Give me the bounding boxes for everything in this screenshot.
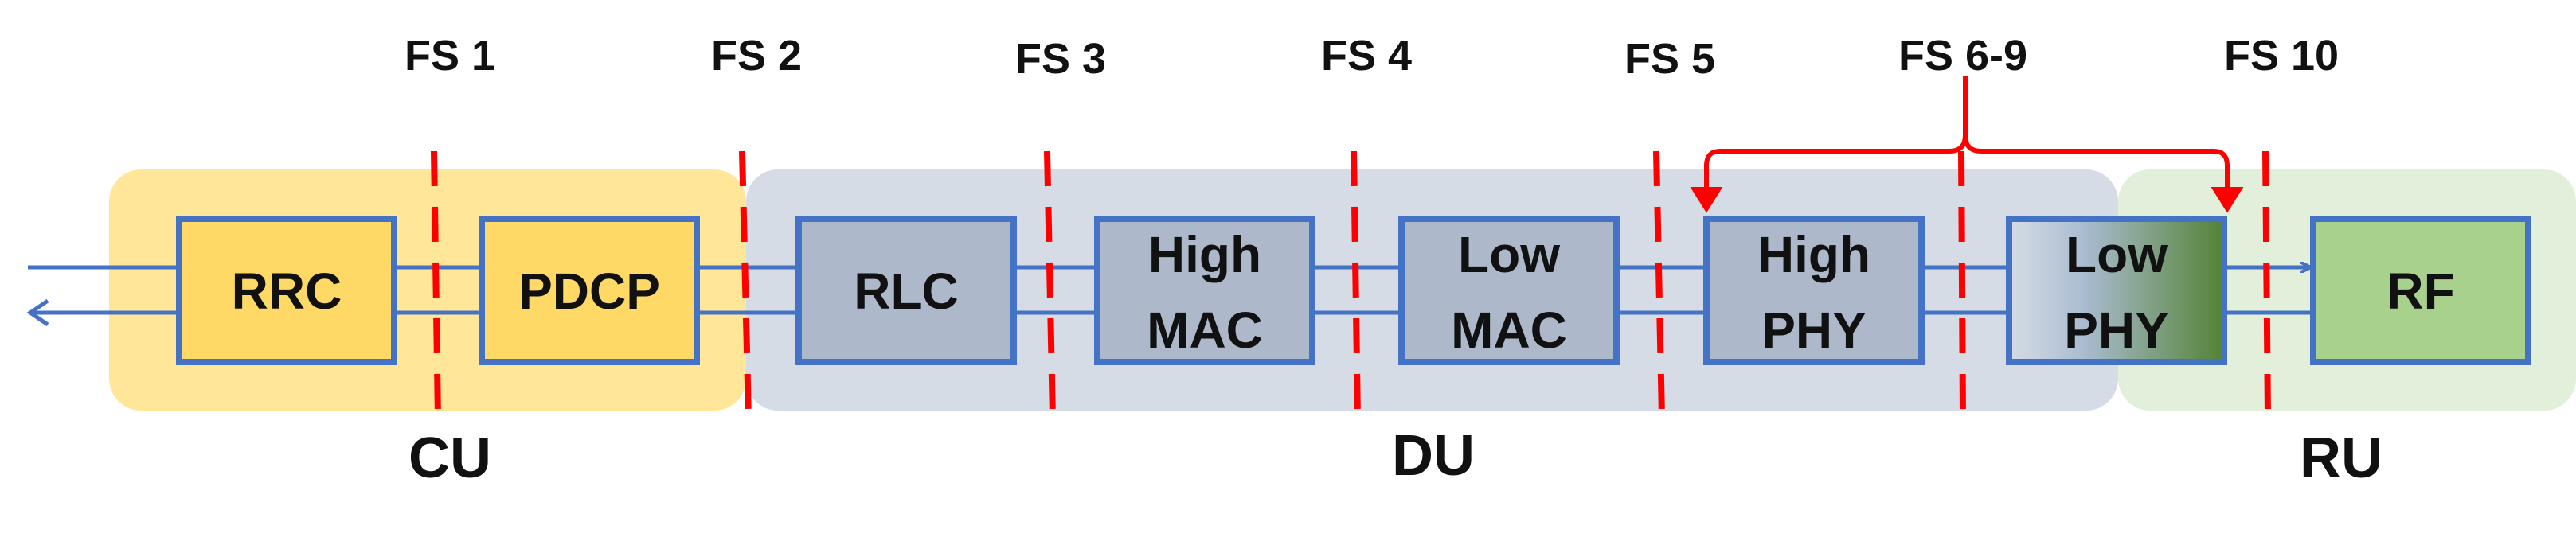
low-mac-line2: MAC (1451, 302, 1567, 359)
fs-label-1: FS 1 (405, 32, 495, 80)
split-line-fs3 (1044, 150, 1056, 418)
high-phy-line2: PHY (1761, 302, 1867, 359)
low-phy-line2: PHY (2064, 302, 2169, 359)
high-mac-line2: MAC (1147, 302, 1263, 359)
cu-label: CU (408, 426, 491, 490)
split-line-fs6-9 (1958, 150, 1966, 418)
split-line-fs1 (431, 150, 441, 418)
block-high-phy: High PHY (1703, 216, 1925, 365)
fs-label-6-9: FS 6-9 (1898, 32, 2027, 80)
split-line-fs4 (1351, 150, 1361, 418)
fs-label-3: FS 3 (1015, 35, 1106, 83)
rrc-label: RRC (232, 263, 342, 320)
block-rlc: RLC (795, 216, 1017, 365)
rlc-label: RLC (854, 263, 959, 320)
high-phy-line1: High (1757, 226, 1870, 283)
block-high-mac: High MAC (1094, 216, 1315, 365)
fs-label-5: FS 5 (1624, 35, 1715, 83)
block-low-phy: Low PHY (2006, 216, 2227, 365)
block-low-mac: Low MAC (1398, 216, 1620, 365)
split-line-fs2 (739, 150, 752, 418)
split-line-fs10 (2262, 150, 2271, 418)
fs-label-4: FS 4 (1321, 32, 1412, 80)
block-pdcp: PDCP (479, 216, 700, 365)
fs-label-10: FS 10 (2224, 32, 2339, 80)
du-label: DU (1392, 424, 1475, 488)
block-rf: RF (2310, 216, 2531, 365)
low-phy-line1: Low (2066, 226, 2168, 283)
rf-label: RF (2386, 263, 2454, 320)
pdcp-label: PDCP (518, 263, 660, 320)
split-lines (431, 150, 2271, 418)
low-mac-line1: Low (1458, 226, 1560, 283)
block-rrc: RRC (176, 216, 397, 365)
split-line-fs5 (1653, 150, 1665, 418)
fs6-9-bracket (1690, 76, 2244, 213)
high-mac-line1: High (1148, 226, 1261, 283)
fs-label-2: FS 2 (711, 32, 802, 80)
ru-label: RU (2300, 426, 2383, 490)
